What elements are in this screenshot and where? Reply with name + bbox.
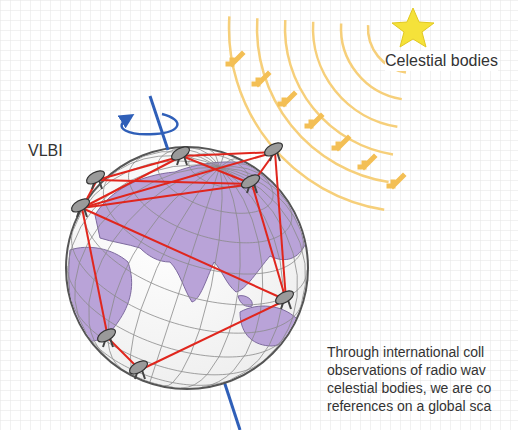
wave-arc bbox=[313, 22, 397, 127]
antenna-icon bbox=[84, 168, 106, 189]
antenna-dish bbox=[273, 288, 295, 307]
baseline-line bbox=[275, 152, 286, 300]
antenna-dish bbox=[169, 144, 191, 163]
figure-label: VLBI bbox=[28, 141, 63, 161]
rotation-arrow bbox=[122, 114, 178, 134]
antenna-icon bbox=[69, 196, 91, 217]
baseline-line bbox=[140, 300, 286, 370]
antenna-icon bbox=[127, 358, 149, 379]
wave-arrows bbox=[228, 54, 403, 186]
baseline-lines bbox=[82, 152, 286, 370]
baseline-line bbox=[82, 208, 286, 300]
description-text: Through international coll bbox=[327, 344, 484, 362]
wave-arrow bbox=[228, 54, 242, 64]
antenna-dish bbox=[127, 358, 149, 377]
antenna-stations bbox=[69, 140, 295, 379]
globe bbox=[66, 147, 308, 389]
rotation-axis bbox=[150, 96, 168, 150]
description-text: observations of radio wav bbox=[327, 362, 486, 380]
wave-arrow bbox=[307, 116, 321, 126]
figure-label: Celestial bodies bbox=[385, 51, 498, 71]
description-text: celestial bodies, we are co bbox=[327, 380, 491, 398]
wave-arc bbox=[229, 16, 384, 209]
baseline-line bbox=[82, 152, 275, 208]
antenna-icon bbox=[239, 172, 261, 193]
baseline-line bbox=[182, 156, 252, 184]
wave-arc bbox=[257, 18, 389, 182]
baseline-line bbox=[97, 180, 252, 184]
baseline-line bbox=[82, 184, 252, 208]
antenna-dish bbox=[95, 326, 117, 345]
baseline-line bbox=[82, 208, 108, 338]
wave-arrow bbox=[360, 157, 374, 167]
graticule-lines bbox=[67, 148, 307, 388]
description-text: references on a global sca bbox=[327, 398, 491, 416]
antenna-icon bbox=[169, 144, 191, 165]
antenna-icon bbox=[262, 140, 284, 161]
antenna-icon bbox=[273, 288, 295, 309]
antenna-dish bbox=[262, 140, 284, 159]
wave-arrow bbox=[254, 74, 268, 84]
radio-waves bbox=[229, 16, 406, 209]
star-symbol bbox=[392, 8, 434, 47]
wave-arrow bbox=[280, 94, 294, 104]
wave-arrow bbox=[389, 176, 403, 186]
antenna-icon bbox=[95, 326, 117, 347]
wave-arrow bbox=[334, 138, 348, 148]
antenna-dish bbox=[69, 196, 91, 215]
antenna-dish bbox=[239, 172, 261, 191]
wave-arc bbox=[285, 20, 393, 154]
antenna-dish bbox=[84, 168, 106, 187]
baseline-line bbox=[97, 156, 182, 180]
continents bbox=[67, 148, 307, 388]
